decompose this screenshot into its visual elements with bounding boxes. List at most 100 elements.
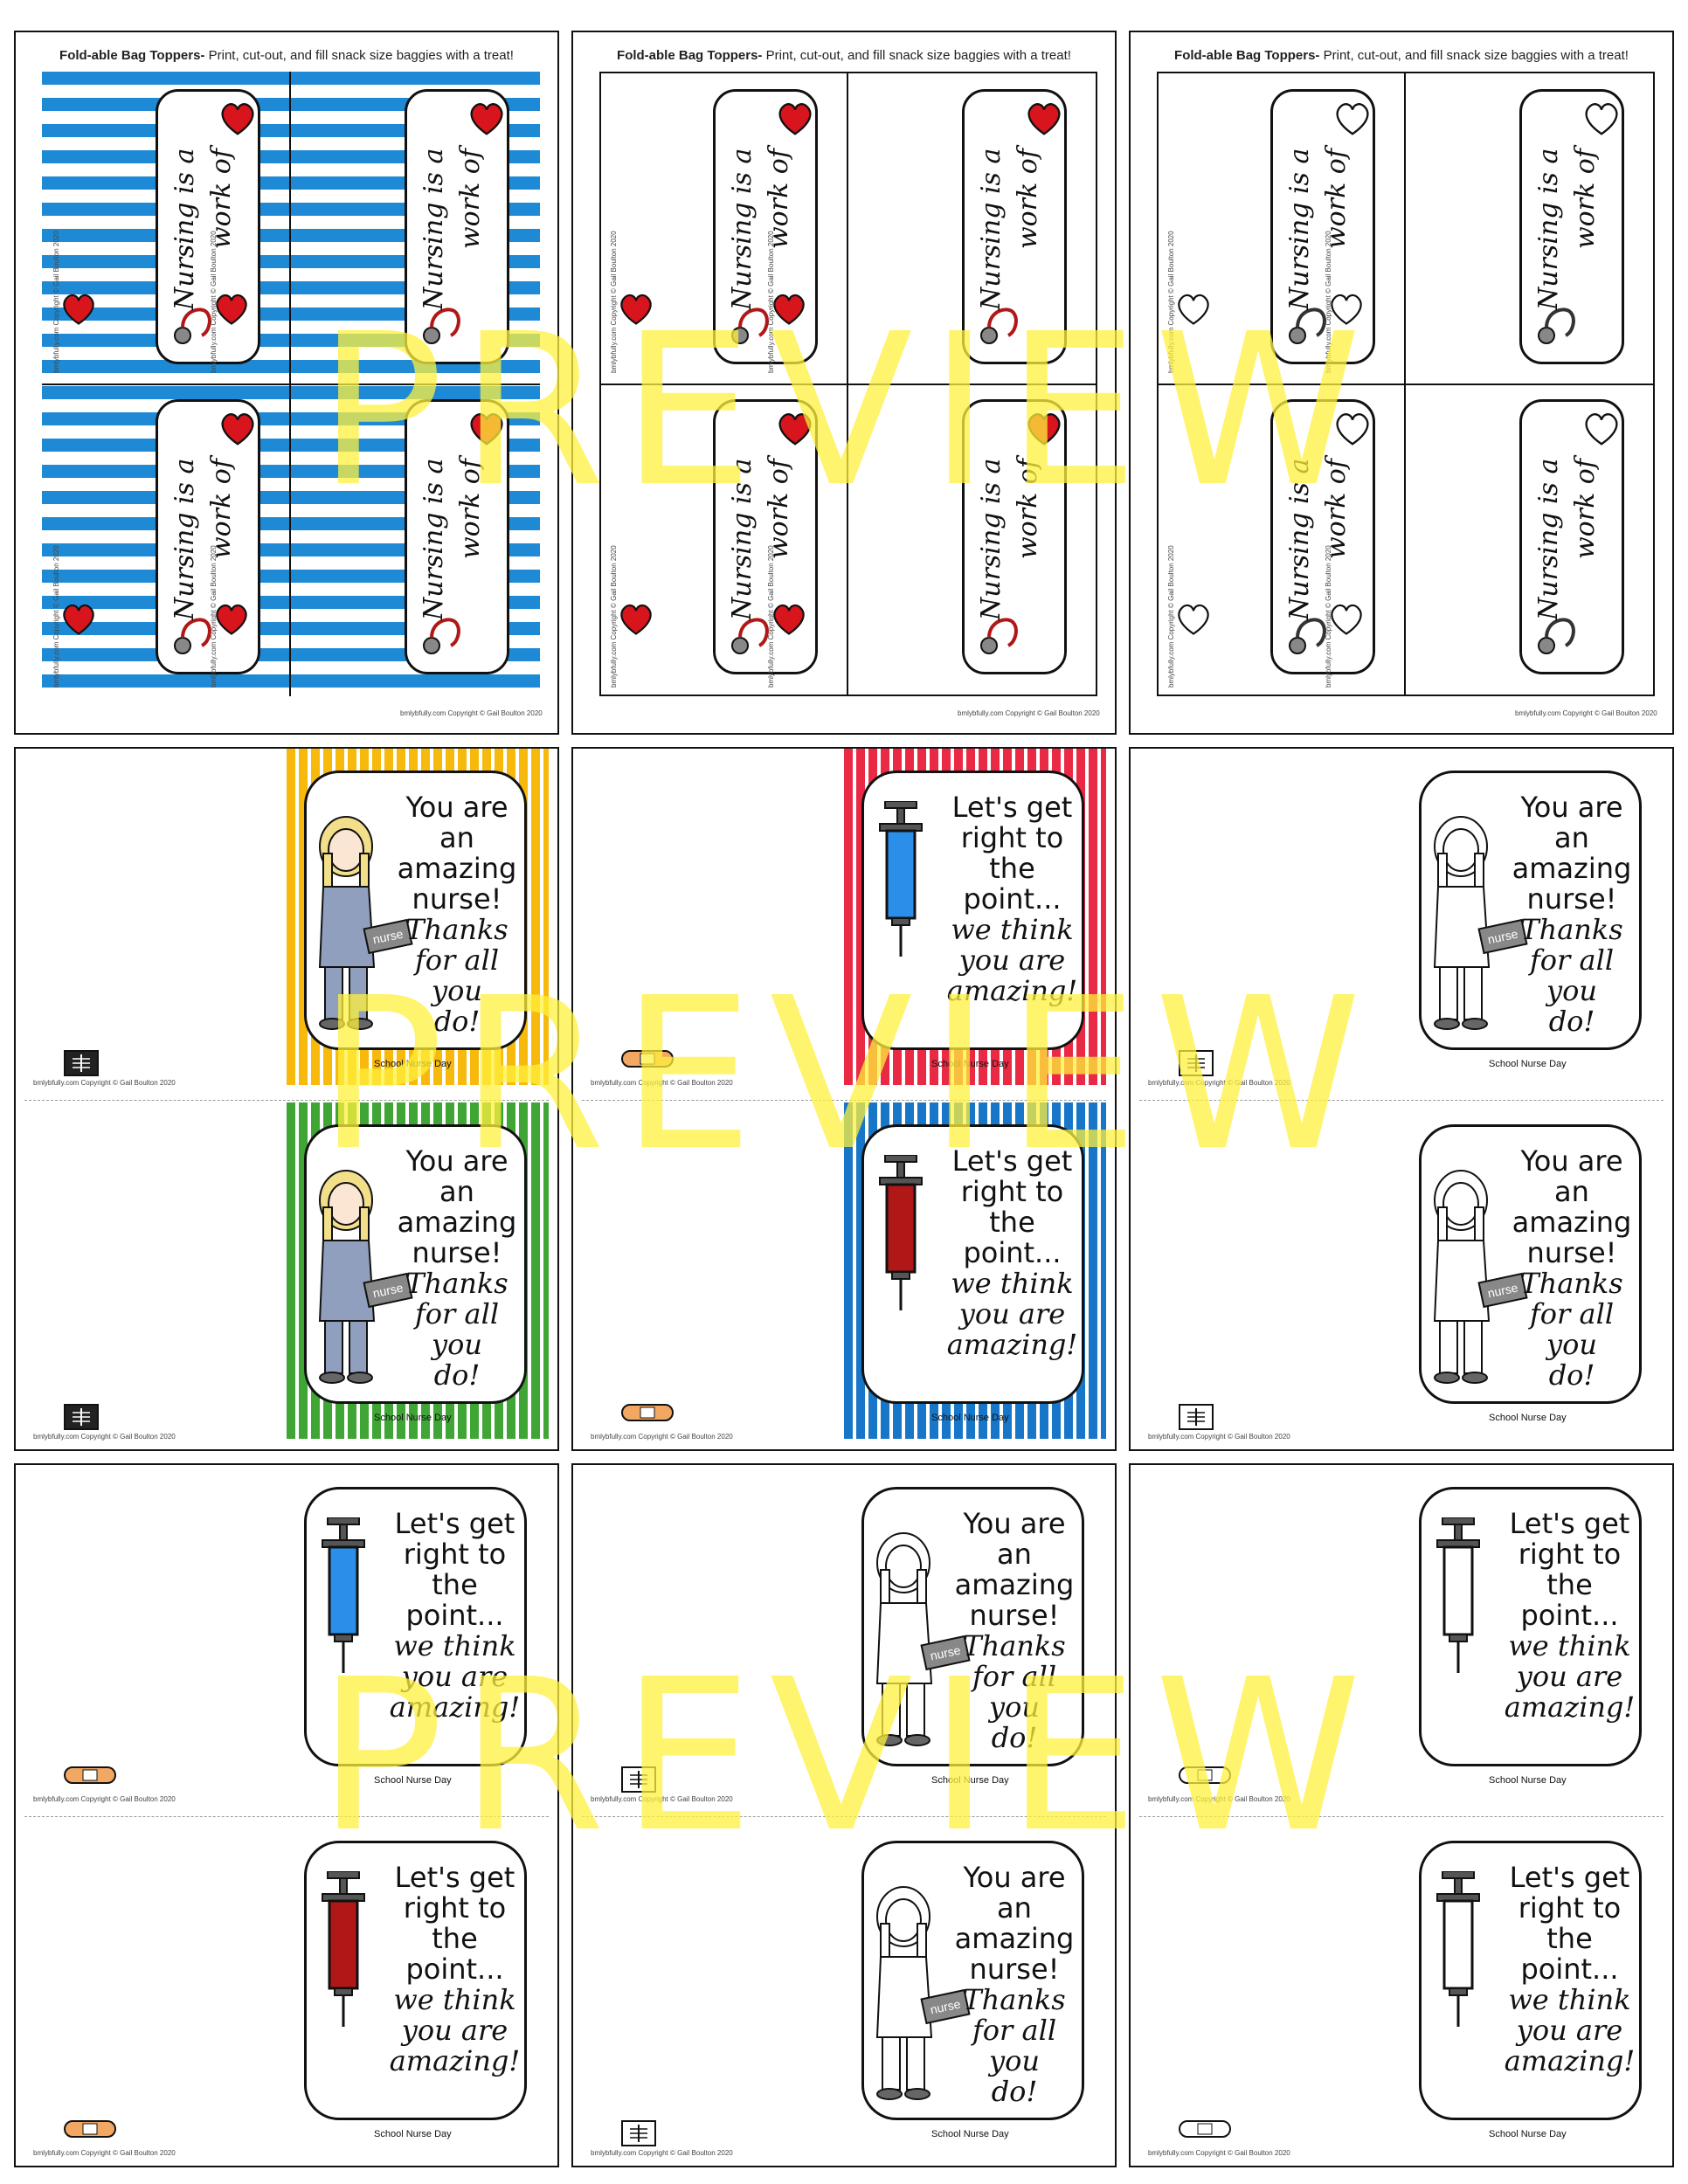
- card-line: right to: [960, 1175, 1064, 1208]
- tag-text-line1: Nursing is a: [1533, 458, 1564, 620]
- syringe-icon: [317, 1870, 370, 2032]
- stethoscope-icon: [724, 607, 777, 663]
- card-line: the: [432, 1568, 478, 1601]
- card-line: amazing: [954, 1922, 1075, 1955]
- tag-text-line2: work of: [1321, 149, 1352, 249]
- page-footer: bmlybfully.com Copyright © Gail Boulton …: [591, 1795, 733, 1803]
- syringe-icon: [317, 1517, 370, 1678]
- stethoscope-icon: [973, 297, 1026, 353]
- copyright-vertical: bmlybfully.com Copyright © Gail Boulton …: [1167, 545, 1175, 688]
- card-line: amazing!: [946, 1328, 1078, 1361]
- copyright-vertical: bmlybfully.com Copyright © Gail Boulton …: [1325, 231, 1332, 373]
- stethoscope-icon: [1282, 607, 1334, 663]
- card-line: Thanks: [405, 1267, 508, 1300]
- card-line: point...: [963, 1236, 1062, 1269]
- page-title: Fold-able Bag Toppers- Print, cut-out, a…: [59, 48, 514, 63]
- event-label: School Nurse Day: [374, 1059, 452, 1069]
- card-line: the: [989, 1206, 1035, 1239]
- card-line: point...: [405, 1599, 504, 1632]
- card-line: Let's get: [1509, 1507, 1630, 1540]
- card-line: for all: [414, 1297, 500, 1330]
- tag-text-line1: Nursing is a: [976, 148, 1007, 310]
- card-line: amazing: [397, 852, 517, 885]
- copyright-vertical: bmlybfully.com Copyright © Gail Boulton …: [1167, 231, 1175, 373]
- card-line: the: [989, 852, 1035, 885]
- card-line: we think: [951, 1267, 1074, 1300]
- card-line: for all: [1529, 1297, 1615, 1330]
- event-label: School Nurse Day: [374, 1413, 452, 1423]
- heart-icon: [1024, 409, 1064, 453]
- card-line: right to: [403, 1538, 507, 1571]
- page-footer: bmlybfully.com Copyright © Gail Boulton …: [1148, 1795, 1290, 1803]
- card-line: point...: [1520, 1599, 1619, 1632]
- tag-text-line2: work of: [455, 149, 486, 249]
- card-line: amazing!: [389, 2044, 521, 2077]
- card-line: You are: [1520, 1144, 1623, 1178]
- heart-icon: [59, 290, 98, 332]
- card-line: point...: [963, 882, 1062, 916]
- card-line: nurse!: [969, 1952, 1060, 1986]
- heart-icon: [1332, 409, 1373, 453]
- card-line: Let's get: [951, 791, 1073, 824]
- xray-icon: [621, 1766, 656, 1796]
- card-line: nurse!: [969, 1599, 1060, 1632]
- card-line: right to: [403, 1891, 507, 1925]
- card-line: nurse!: [412, 1236, 502, 1269]
- card-line: an: [997, 1891, 1032, 1925]
- card-line: right to: [1518, 1891, 1622, 1925]
- card-line: we think: [951, 913, 1074, 946]
- nurse-illustration-icon: [304, 1164, 391, 1394]
- card-line: amazing: [954, 1568, 1075, 1601]
- card-line: the: [1546, 1568, 1593, 1601]
- page-title: Fold-able Bag Toppers- Print, cut-out, a…: [1174, 48, 1629, 63]
- heart-icon: [1581, 99, 1622, 142]
- heart-icon: [59, 600, 98, 642]
- tag-text-line1: Nursing is a: [1284, 458, 1315, 620]
- stethoscope-icon: [416, 297, 468, 353]
- heart-icon: [467, 99, 507, 142]
- tag-text-line1: Nursing is a: [1533, 148, 1564, 310]
- heart-icon: [212, 600, 251, 642]
- heart-icon: [775, 409, 815, 453]
- copyright-vertical: bmlybfully.com Copyright © Gail Boulton …: [210, 545, 218, 688]
- event-label: School Nurse Day: [374, 1775, 452, 1786]
- card-line: Thanks: [1520, 1267, 1623, 1300]
- tag-text-line1: Nursing is a: [727, 148, 758, 310]
- card-line: amazing: [1512, 1206, 1632, 1239]
- tag-text-line2: work of: [764, 149, 794, 249]
- card-line: You are: [405, 1144, 508, 1178]
- xray-icon: [1179, 1404, 1214, 1434]
- syringe-icon: [1432, 1870, 1484, 2032]
- stethoscope-icon: [167, 297, 219, 353]
- tag-text-line2: work of: [1013, 149, 1043, 249]
- tag-text-line2: work of: [764, 459, 794, 559]
- card-line: Let's get: [951, 1144, 1073, 1178]
- heart-icon: [775, 99, 815, 142]
- copyright-vertical: bmlybfully.com Copyright © Gail Boulton …: [52, 231, 60, 373]
- page-footer: bmlybfully.com Copyright © Gail Boulton …: [1148, 1433, 1290, 1441]
- page-footer: bmlybfully.com Copyright © Gail Boulton …: [400, 709, 543, 717]
- card-line: You are: [1520, 791, 1623, 824]
- tag-text-line1: Nursing is a: [727, 458, 758, 620]
- bandage-icon: [621, 1404, 674, 1425]
- card-line: for all: [972, 1660, 1057, 1693]
- page-footer: bmlybfully.com Copyright © Gail Boulton …: [1148, 1079, 1290, 1087]
- bandage-icon: [64, 1766, 116, 1787]
- tag-text-line2: work of: [1013, 459, 1043, 559]
